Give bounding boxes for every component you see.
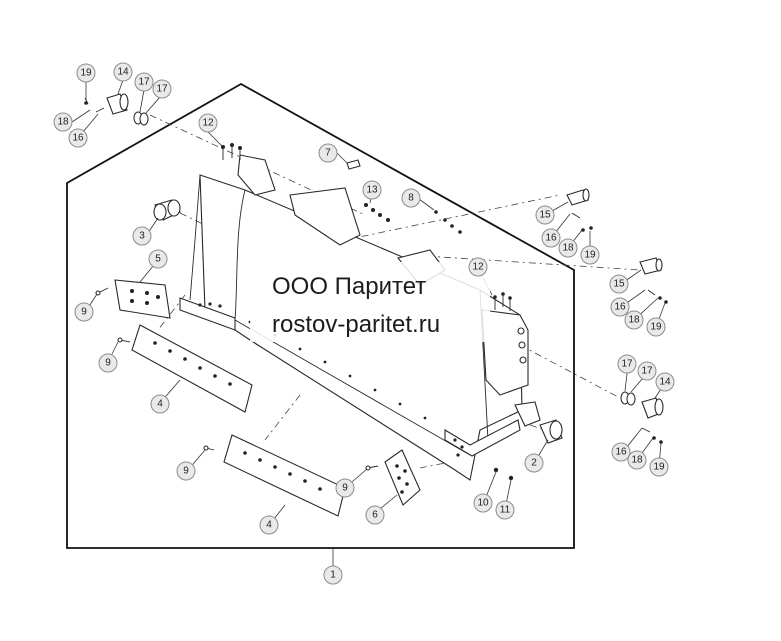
- svg-text:14: 14: [659, 377, 671, 388]
- bolts-9: [95, 287, 379, 471]
- svg-text:2: 2: [531, 458, 537, 469]
- watermark-line-1: ООО Паритет: [272, 273, 426, 300]
- callout-17: 17: [617, 354, 637, 374]
- callout-2: 2: [524, 453, 544, 473]
- svg-text:10: 10: [477, 498, 489, 509]
- svg-text:9: 9: [81, 307, 87, 318]
- svg-text:16: 16: [615, 447, 627, 458]
- callout-8: 8: [401, 188, 421, 208]
- svg-text:19: 19: [650, 322, 662, 333]
- callout-16: 16: [611, 442, 631, 462]
- svg-text:3: 3: [139, 231, 145, 242]
- watermark-line-2: rostov-paritet.ru: [272, 311, 440, 338]
- svg-text:9: 9: [105, 358, 111, 369]
- svg-text:18: 18: [628, 315, 640, 326]
- part-4-cutting-edge-lower: [223, 434, 346, 517]
- svg-text:13: 13: [366, 185, 378, 196]
- callout-18: 18: [624, 310, 644, 330]
- svg-text:4: 4: [266, 520, 272, 531]
- callout-14: 14: [655, 372, 675, 392]
- callout-13: 13: [362, 180, 382, 200]
- svg-text:19: 19: [80, 68, 92, 79]
- bolts-12: [221, 143, 512, 311]
- callout-3: 3: [132, 226, 152, 246]
- callout-layer: 19 14 17 17 18 16 12 7 13 8 15 16 18 19 …: [53, 62, 675, 585]
- callout-15: 15: [609, 274, 629, 294]
- assembly-outline: [66, 82, 575, 549]
- callout-9: 9: [74, 302, 94, 322]
- svg-text:18: 18: [562, 243, 574, 254]
- callout-5: 5: [148, 249, 168, 269]
- callout-19: 19: [580, 245, 600, 265]
- part-4-cutting-edge-upper: [131, 324, 253, 413]
- callout-18: 18: [627, 450, 647, 470]
- svg-text:14: 14: [117, 67, 129, 78]
- svg-text:5: 5: [155, 254, 161, 265]
- svg-text:1: 1: [330, 570, 336, 581]
- callout-19: 19: [646, 317, 666, 337]
- pin-group-right-upper: [566, 188, 593, 232]
- pin-group-right-middle: [639, 257, 668, 304]
- callout-10: 10: [473, 493, 493, 513]
- svg-text:16: 16: [614, 302, 626, 313]
- svg-text:19: 19: [653, 462, 665, 473]
- part-2-bushing: [539, 419, 563, 444]
- callout-9: 9: [98, 353, 118, 373]
- callout-4: 4: [150, 394, 170, 414]
- callout-12: 12: [198, 113, 218, 133]
- svg-text:17: 17: [156, 84, 168, 95]
- pin-group-top-left: [84, 93, 149, 126]
- callout-16: 16: [68, 128, 88, 148]
- svg-text:11: 11: [500, 505, 511, 516]
- svg-text:18: 18: [57, 117, 69, 128]
- svg-text:16: 16: [545, 233, 557, 244]
- bolts-8-13: [364, 203, 462, 234]
- callout-6: 6: [365, 505, 385, 525]
- callout-14: 14: [113, 62, 133, 82]
- callout-9: 9: [335, 478, 355, 498]
- callout-1: 1: [323, 565, 343, 585]
- svg-text:4: 4: [157, 399, 163, 410]
- part-6-end-bit: [384, 449, 421, 506]
- callout-18: 18: [558, 238, 578, 258]
- svg-text:9: 9: [183, 466, 189, 477]
- svg-text:17: 17: [138, 77, 150, 88]
- callout-4: 4: [259, 515, 279, 535]
- callout-9: 9: [176, 461, 196, 481]
- nuts-10-11: [493, 467, 514, 481]
- callout-17: 17: [152, 79, 172, 99]
- svg-text:15: 15: [539, 210, 551, 221]
- svg-text:17: 17: [641, 366, 653, 377]
- svg-text:16: 16: [72, 133, 84, 144]
- watermark: ООО Паритет rostov-paritet.ru: [250, 262, 490, 342]
- callout-17: 17: [637, 361, 657, 381]
- svg-text:19: 19: [584, 250, 596, 261]
- svg-text:6: 6: [372, 510, 378, 521]
- callout-17: 17: [134, 72, 154, 92]
- svg-text:18: 18: [631, 455, 643, 466]
- svg-text:12: 12: [202, 118, 214, 129]
- part-5-wear-plate: [114, 279, 171, 319]
- callout-15: 15: [535, 205, 555, 225]
- svg-text:17: 17: [621, 359, 633, 370]
- svg-text:15: 15: [613, 279, 625, 290]
- svg-text:8: 8: [408, 193, 414, 204]
- callout-19: 19: [76, 63, 96, 83]
- svg-text:12: 12: [472, 262, 484, 273]
- callout-16: 16: [541, 228, 561, 248]
- callout-7: 7: [318, 143, 338, 163]
- callout-18: 18: [53, 112, 73, 132]
- callout-11: 11: [495, 500, 515, 520]
- part-7-pin: [346, 159, 361, 170]
- callout-19: 19: [649, 457, 669, 477]
- callout-16: 16: [610, 297, 630, 317]
- callout-12: 12: [468, 257, 488, 277]
- pin-group-right-lower: [620, 391, 664, 444]
- svg-text:9: 9: [342, 483, 348, 494]
- part-3-bushing: [153, 199, 181, 221]
- svg-text:7: 7: [325, 148, 331, 159]
